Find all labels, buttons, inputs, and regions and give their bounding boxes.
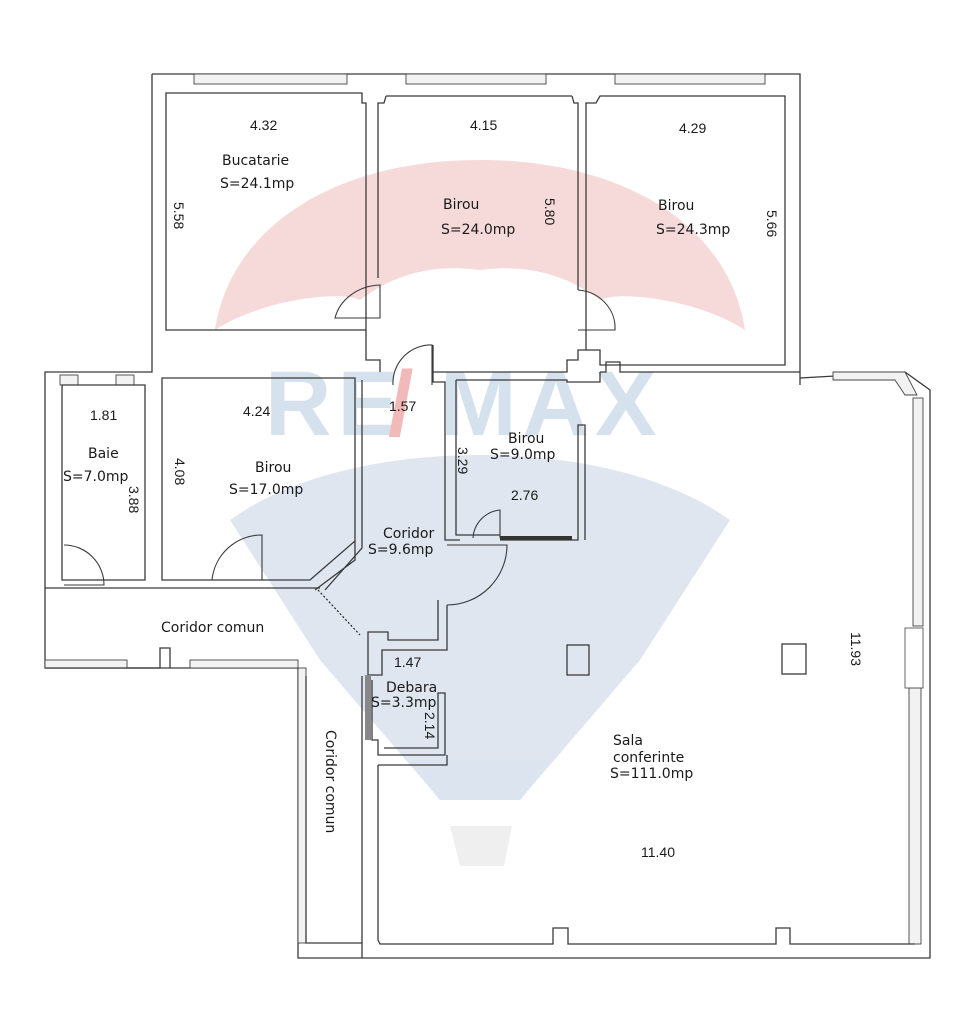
door-swing (446, 544, 508, 606)
room-height: 5.66 (764, 210, 780, 237)
door-swing (392, 344, 433, 386)
room-height: 5.58 (171, 202, 187, 229)
room-area: S=24.0mp (441, 222, 515, 238)
door-swing (211, 534, 263, 581)
door-swing (472, 509, 501, 539)
window (297, 667, 307, 944)
room-name-line2: conferinte (613, 750, 684, 766)
window (832, 371, 918, 396)
room-area: S=24.1mp (220, 176, 294, 192)
room-width: 1.81 (90, 407, 117, 423)
watermark-slash: / (388, 353, 420, 455)
room-area: S=9.0mp (490, 447, 556, 463)
room-area: S=17.0mp (229, 482, 303, 498)
room-area: S=111.0mp (610, 766, 693, 782)
window (912, 397, 924, 627)
door-swing (577, 289, 616, 331)
room-area: S=3.3mp (371, 695, 437, 711)
room-width: 1.57 (389, 398, 416, 414)
window (908, 687, 922, 945)
pillar (566, 644, 590, 676)
window (405, 73, 547, 85)
room-width: 1.47 (394, 654, 421, 670)
room-width: 2.76 (511, 487, 538, 503)
room-labels: 4.32 Bucatarie S=24.1mp 5.58 4.15 Birou … (63, 117, 864, 860)
room-name: Debara (386, 680, 437, 696)
window (189, 659, 299, 669)
room-width: 4.24 (243, 403, 270, 419)
room-width: 4.29 (679, 120, 706, 136)
room-width: 4.15 (470, 117, 497, 133)
common-corridor-label: Coridor comun (161, 620, 264, 636)
door-swing (63, 544, 105, 586)
room-height: 11.93 (848, 632, 864, 666)
room-name-line1: Sala (613, 733, 643, 749)
door-swing (334, 284, 381, 319)
room-width: 4.32 (250, 117, 277, 133)
watermark-re: RE (265, 353, 405, 455)
room-height: 2.14 (422, 712, 438, 739)
pillar (781, 643, 807, 675)
room-height: 3.88 (126, 486, 142, 513)
inner-walls (45, 92, 915, 958)
doors (63, 284, 616, 606)
room-area: S=7.0mp (63, 469, 129, 485)
room-name: Birou (255, 460, 291, 476)
room-height: 3.29 (455, 447, 471, 474)
room-name: Coridor (383, 526, 434, 542)
room-height: 4.08 (172, 458, 188, 485)
outer-walls (44, 73, 931, 959)
room-area: S=9.6mp (368, 542, 434, 558)
window (193, 73, 348, 85)
room-name: Bucatarie (222, 153, 289, 169)
window (44, 659, 128, 669)
watermark-max: MAX (440, 353, 662, 455)
window (59, 374, 79, 386)
window (614, 73, 766, 85)
room-width: 11.40 (641, 844, 675, 860)
window (115, 374, 135, 386)
room-name: Birou (658, 198, 694, 214)
room-name: Birou (508, 431, 544, 447)
room-name: Baie (88, 446, 119, 462)
room-name: Birou (443, 197, 479, 213)
room-height: 5.80 (542, 198, 558, 225)
common-corridor-label-vertical: Coridor comun (322, 730, 338, 833)
room-area: S=24.3mp (656, 222, 730, 238)
